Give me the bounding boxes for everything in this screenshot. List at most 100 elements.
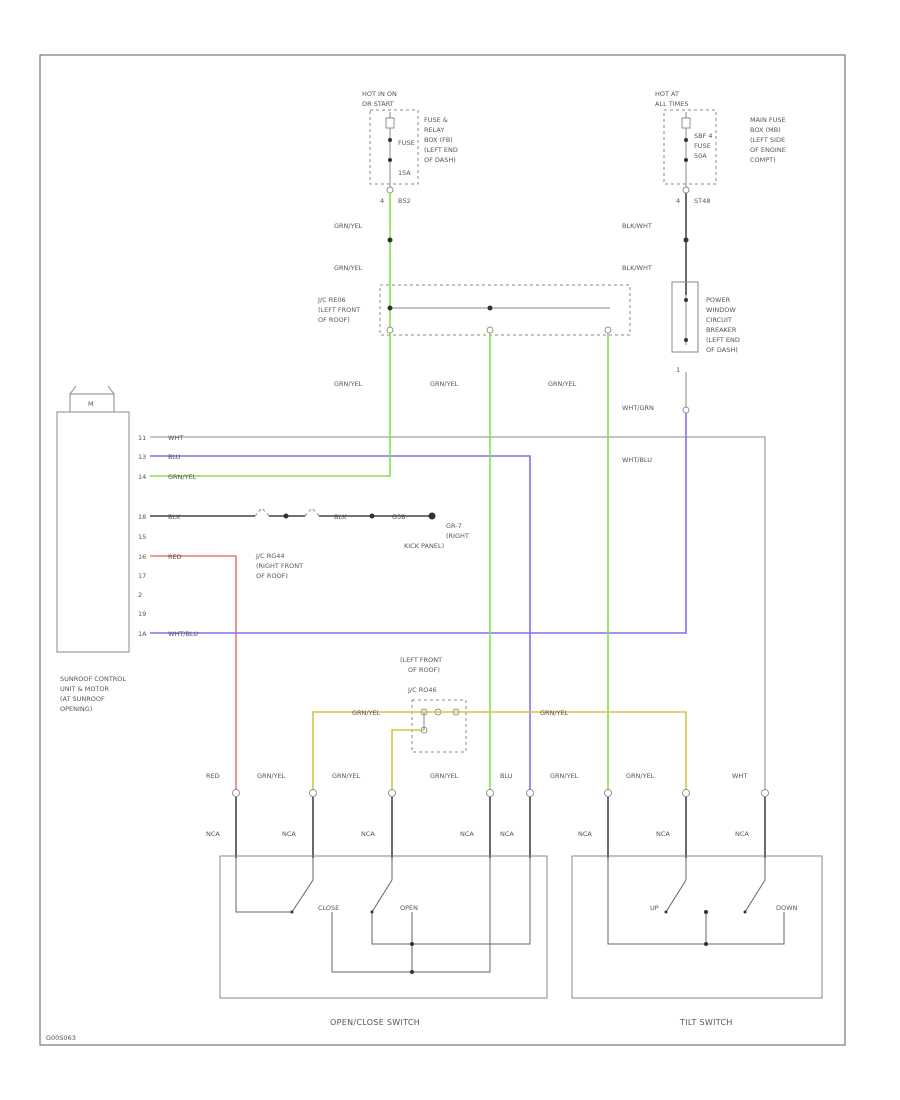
right-fuse-box-label-5: COMPT)	[750, 156, 776, 164]
ground-circuit: BLK BLK G5B GR-7 (RIGHT KICK PANEL) J/C …	[150, 507, 469, 580]
jc-right-line1: J/C RG44	[255, 552, 285, 560]
pin-11: 11	[138, 434, 146, 442]
cb-term: 1	[676, 366, 680, 374]
junction-connector-re06: J/C RE06 (LEFT FRONT OF ROOF)	[317, 284, 631, 336]
open-close-switch: CLOSE OPEN OPEN/CLOSE SWITCH	[219, 855, 548, 1027]
pin-18: 18	[138, 513, 146, 521]
pin-2: 2	[138, 591, 142, 599]
wire-grn-yel-motor	[150, 333, 391, 477]
wire-wht	[150, 436, 766, 790]
label-blk-motor: BLK	[168, 513, 181, 521]
tilt-switch-title: TILT SWITCH	[679, 1018, 733, 1027]
motor-caption-1: SUNROOF CONTROL	[60, 675, 126, 683]
right-fuse-symbol	[681, 117, 691, 129]
label-wht-switch: WHT	[732, 772, 747, 780]
right-fuse-name: SBF 4	[694, 132, 713, 140]
label-grn-yel-sw4: GRN/YEL	[550, 772, 579, 780]
nca-5: NCA	[500, 830, 514, 838]
pin-13: 13	[138, 453, 146, 461]
open-close-switch-title: OPEN/CLOSE SWITCH	[330, 1018, 420, 1027]
label-grn-yel-6: GRN/YEL	[352, 709, 381, 717]
label-blk-wht-1: BLK/WHT	[622, 222, 652, 230]
label-blu-top: BLU	[168, 453, 181, 461]
jc-right-line2: (RIGHT FRONT	[256, 562, 303, 570]
left-hot-label-2: OR START	[362, 100, 394, 108]
label-blk-conn: BLK	[334, 513, 347, 521]
wire-red	[150, 555, 237, 790]
left-power-source: HOT IN ON OR START FUSE 15A FUSE & RELAY…	[362, 90, 458, 205]
pin-19: 19	[138, 610, 146, 618]
power-window-circuit-breaker: POWER WINDOW CIRCUIT BREAKER (LEFT END O…	[671, 281, 740, 374]
label-red-switch: RED	[206, 772, 220, 780]
wire-blu	[150, 455, 531, 790]
switch-open-label: OPEN	[400, 904, 418, 912]
motor-caption-4: OPENING)	[60, 705, 92, 713]
nca-3: NCA	[361, 830, 375, 838]
right-hot-label: HOT AT	[655, 90, 679, 98]
left-fuse-box-label-2: RELAY	[424, 126, 444, 134]
label-grn-yel-5: GRN/YEL	[548, 380, 577, 388]
pin-15: 15	[138, 533, 146, 541]
diagram-frame	[39, 54, 846, 1046]
label-grn-yel-2: GRN/YEL	[334, 264, 363, 272]
ground-id: G5B	[392, 513, 406, 521]
ground-label: GR-7	[446, 522, 462, 530]
label-grn-yel-sw5: GRN/YEL	[626, 772, 655, 780]
label-red-top: RED	[168, 553, 182, 561]
motor-caption-2: UNIT & MOTOR	[60, 685, 110, 693]
right-fuse-amp: FUSE	[694, 142, 711, 150]
left-fuse-symbol	[385, 117, 395, 129]
label-grn-yel-sw2: GRN/YEL	[332, 772, 361, 780]
motor-symbol: M	[88, 400, 94, 408]
label-wht-blu-bottom: WHT/BLU	[168, 630, 198, 638]
switch-down-label: DOWN	[776, 904, 798, 912]
left-fuse-term: 4	[380, 197, 384, 205]
right-power-source: HOT AT ALL TIMES SBF 4 FUSE 50A MAIN FUS…	[655, 90, 786, 205]
pin-17: 17	[138, 572, 146, 580]
nca-8: NCA	[735, 830, 749, 838]
cb-line4: BREAKER	[706, 326, 737, 334]
right-fuse-box-outline	[663, 109, 717, 185]
right-hot-label-2: ALL TIMES	[655, 100, 688, 108]
left-fuse-name: FUSE	[398, 139, 415, 147]
right-fuse-box-label-4: OF ENGINE	[750, 146, 786, 154]
label-blu-switch: BLU	[500, 772, 513, 780]
wire-wht-blu	[150, 410, 687, 634]
pin-1a: 1A	[138, 630, 147, 638]
jc-left-line2: (LEFT FRONT	[318, 306, 360, 314]
left-fuse-box-outline	[369, 109, 419, 185]
pin-16: 16	[138, 553, 146, 561]
label-grn-yel-3: GRN/YEL	[334, 380, 363, 388]
jc-right-line3: OF ROOF)	[256, 572, 288, 580]
label-grn-yel-7: GRN/YEL	[540, 709, 569, 717]
nca-4: NCA	[460, 830, 474, 838]
motor-caption-3: (AT SUNROOF	[60, 695, 105, 703]
label-wht-top: WHT	[168, 434, 183, 442]
ground-loc-2: KICK PANEL)	[404, 542, 444, 550]
left-fuse-amp: 15A	[398, 169, 411, 177]
label-grn-yel-4: GRN/YEL	[430, 380, 459, 388]
left-fuse-box-label-5: OF DASH)	[424, 156, 456, 164]
jc-left-line1: J/C RE06	[317, 296, 346, 304]
left-hot-label: HOT IN ON	[362, 90, 397, 98]
wire-grn-yel-switch-close	[391, 729, 424, 790]
right-fuse-box-label: MAIN FUSE	[750, 116, 786, 124]
label-grn-yel-sw3: GRN/YEL	[430, 772, 459, 780]
cb-line1: POWER	[706, 296, 731, 304]
left-fuse-box-label-3: BOX (FB)	[424, 136, 453, 144]
left-fuse-box-label-4: (LEFT END	[424, 146, 458, 154]
cb-line5: (LEFT END	[706, 336, 740, 344]
left-splice-dot	[387, 237, 393, 243]
jc-center-line2: OF ROOF)	[408, 666, 440, 674]
nca-2: NCA	[282, 830, 296, 838]
label-wht-grn: WHT/GRN	[622, 404, 654, 412]
pin-14: 14	[138, 473, 146, 481]
right-fuse-amp-2: 50A	[694, 152, 707, 160]
sunroof-control-unit: M SUNROOF CONTROL UNIT & MOTOR (AT SUNRO…	[56, 385, 130, 713]
right-fuse-box-label-2: BOX (MB)	[750, 126, 781, 134]
right-fuse-term: 4	[676, 197, 680, 205]
cb-line2: WINDOW	[706, 306, 736, 314]
right-splice-dot	[683, 237, 689, 243]
junction-connector-ro46: (LEFT FRONT OF ROOF) J/C RO46	[400, 656, 467, 753]
